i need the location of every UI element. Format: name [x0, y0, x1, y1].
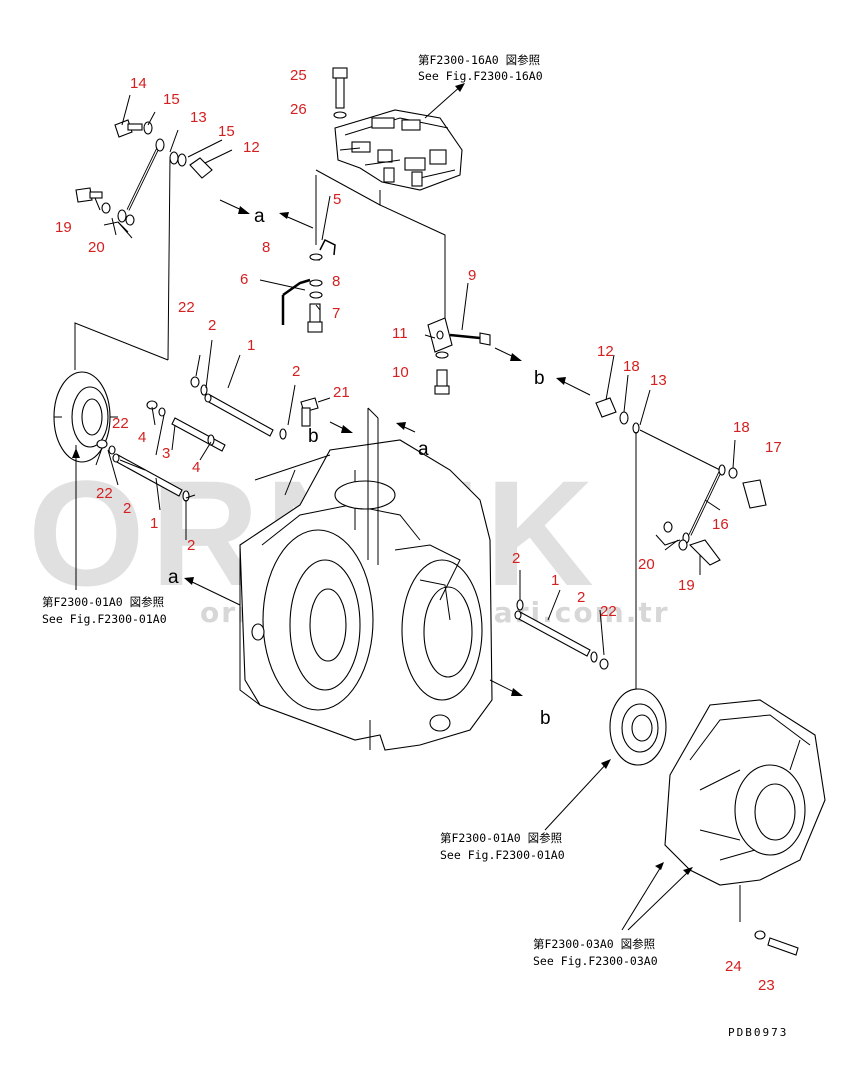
- callout-2: 2: [208, 317, 216, 334]
- ref-jp: 第F2300-01A0 図参照: [42, 595, 164, 609]
- callout-19: 19: [55, 219, 72, 236]
- fig-reference-16a0: 第F2300-16A0 図参照 See Fig.F2300-16A0: [418, 53, 543, 83]
- callout-2b: 2: [292, 363, 300, 380]
- callout-17: 17: [765, 439, 782, 456]
- callout-1: 1: [247, 337, 255, 354]
- callout-22b: 22: [112, 415, 129, 432]
- ref-en: See Fig.F2300-03A0: [533, 954, 658, 968]
- drawing-code: PDB0973: [728, 1026, 788, 1039]
- fig-reference-01a0-left: 第F2300-01A0 図参照 See Fig.F2300-01A0: [42, 595, 167, 626]
- hose-assembly-left: [75, 119, 213, 361]
- callout-26: 26: [290, 101, 307, 118]
- callout-20: 20: [88, 239, 105, 256]
- callout-2f: 2: [577, 589, 585, 606]
- guide-lines: [367, 407, 379, 565]
- arrow-left-ref: [72, 448, 80, 458]
- callout-1b: 1: [150, 515, 158, 532]
- connection-letters: a a b b a b: [168, 206, 551, 729]
- bolt-25: [332, 67, 348, 119]
- callout-20b: 20: [638, 556, 655, 573]
- callout-19b: 19: [678, 577, 695, 594]
- letter-b-1: b: [534, 368, 545, 389]
- callout-11: 11: [392, 325, 408, 342]
- callout-10: 10: [392, 364, 409, 381]
- callout-4: 4: [138, 429, 146, 446]
- letter-a-1: a: [254, 206, 265, 227]
- ref-jp: 第F2300-01A0 図参照: [440, 831, 562, 845]
- callout-18b: 18: [733, 419, 750, 436]
- callout-12: 12: [243, 139, 260, 156]
- callout-5: 5: [333, 191, 341, 208]
- callout-15: 15: [163, 91, 180, 108]
- control-valve: [334, 109, 463, 191]
- callout-4b: 4: [192, 459, 200, 476]
- fig-reference-03a0: 第F2300-03A0 図参照 See Fig.F2300-03A0: [533, 937, 658, 968]
- ref-en: See Fig.F2300-16A0: [418, 69, 543, 83]
- shafts: [112, 393, 591, 657]
- callout-3: 3: [162, 445, 170, 462]
- callout-22: 22: [178, 299, 195, 316]
- callout-22d: 22: [600, 603, 617, 620]
- callout-23: 23: [758, 977, 775, 994]
- callouts: 14 15 13 15 12 19 20 25 26 5 8 6 8 7 9 1…: [55, 67, 782, 994]
- callout-13b: 13: [650, 372, 667, 389]
- callout-2e: 2: [512, 550, 520, 567]
- callout-24: 24: [725, 958, 742, 975]
- pipes-5-6: [281, 175, 336, 333]
- hose-assembly-right: [595, 397, 767, 700]
- letter-a-3: a: [168, 567, 179, 588]
- callout-21: 21: [333, 384, 350, 401]
- letter-b-3: b: [540, 708, 551, 729]
- callout-16: 16: [712, 516, 729, 533]
- main-housing: [239, 439, 493, 751]
- callout-2c: 2: [123, 500, 131, 517]
- seal-cover-left: [53, 371, 118, 463]
- callout-22c: 22: [96, 485, 113, 502]
- ref-en: See Fig.F2300-01A0: [440, 848, 565, 862]
- ref-jp: 第F2300-16A0 図参照: [418, 53, 540, 67]
- callout-8b: 8: [332, 273, 340, 290]
- callout-14: 14: [130, 75, 147, 92]
- seal-cover-right: [609, 688, 667, 766]
- callout-8: 8: [262, 239, 270, 256]
- callout-25: 25: [290, 67, 307, 84]
- letter-b-2: b: [308, 426, 319, 447]
- callout-2d: 2: [187, 537, 195, 554]
- ref-en: See Fig.F2300-01A0: [42, 612, 167, 626]
- pipe-9: [315, 169, 491, 395]
- callout-7: 7: [332, 305, 340, 322]
- torque-converter-housing: [664, 699, 826, 956]
- ref-jp: 第F2300-03A0 図参照: [533, 937, 655, 951]
- fig-reference-01a0-right: 第F2300-01A0 図参照 See Fig.F2300-01A0: [440, 831, 565, 862]
- letter-a-2: a: [418, 439, 429, 460]
- callout-18: 18: [623, 358, 640, 375]
- callout-12b: 12: [597, 343, 614, 360]
- leader-lines: [74, 83, 736, 931]
- callout-15b: 15: [218, 123, 235, 140]
- callout-6: 6: [240, 271, 248, 288]
- callout-9: 9: [468, 267, 476, 284]
- callout-1c: 1: [551, 572, 559, 589]
- callout-13: 13: [190, 109, 207, 126]
